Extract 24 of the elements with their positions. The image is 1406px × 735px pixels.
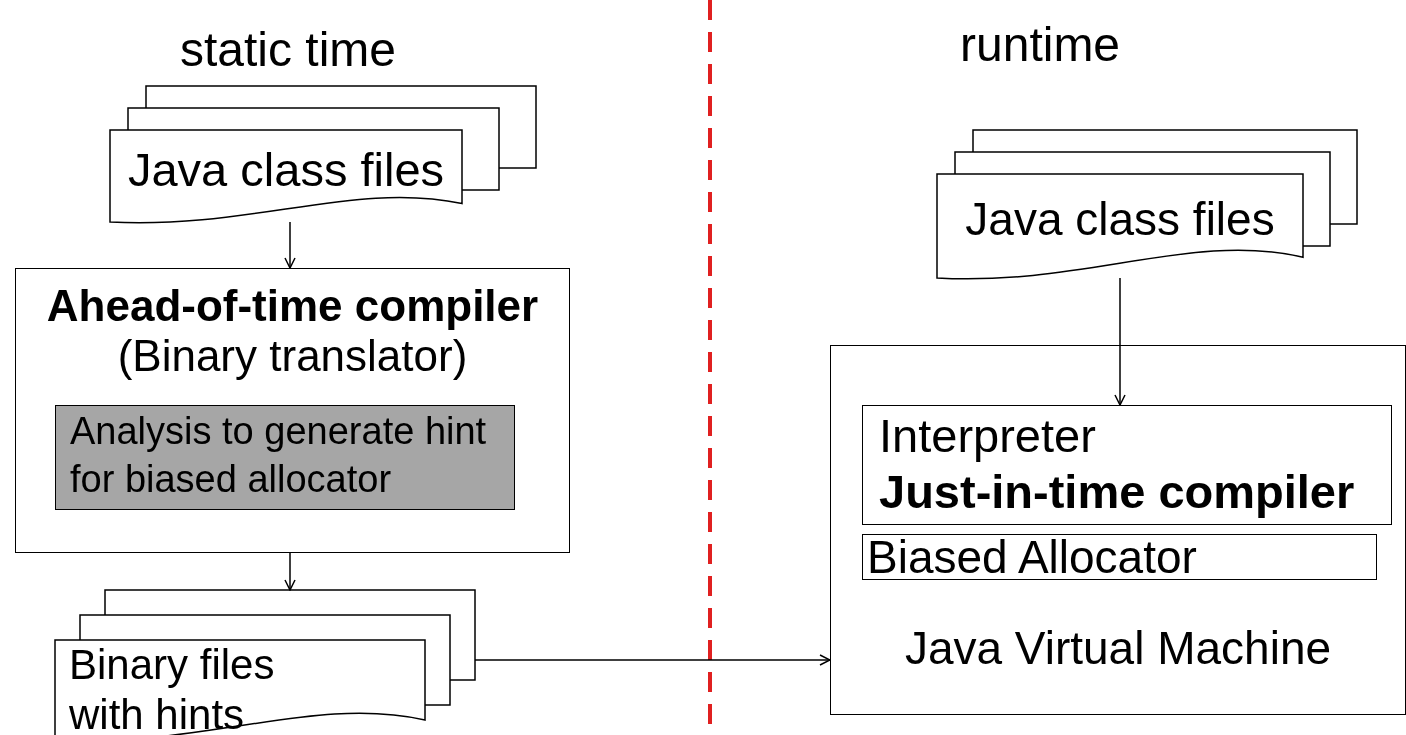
arrow: [1114, 277, 1126, 406]
arrow: [474, 654, 831, 666]
box-text: Biased Allocator: [866, 535, 1198, 579]
box-subtitle: (Binary translator): [116, 331, 469, 381]
phase-label: static time: [180, 22, 397, 77]
file-label: Java class files: [126, 142, 446, 198]
document-stack: [55, 590, 475, 735]
box-text: Just-in-time compiler: [878, 464, 1356, 521]
file-label: Java class files: [964, 192, 1276, 247]
compiler-box: [15, 268, 570, 553]
arrow: [284, 552, 296, 591]
document-stack: [110, 86, 536, 222]
arrow: [284, 221, 296, 269]
phase-label: runtime: [960, 17, 1121, 72]
box-text: Analysis to generate hint for biased allocator: [69, 409, 488, 502]
box-title: Java Virtual Machine: [903, 621, 1333, 675]
allocator-box: [862, 534, 1377, 580]
virtual-machine-box: [830, 345, 1406, 715]
compiler-box: [862, 405, 1392, 525]
box-title: Ahead-of-time compiler: [45, 281, 540, 331]
document-stack: [937, 130, 1357, 278]
box-text: Interpreter: [878, 408, 1097, 464]
file-label: Binary files with hints: [69, 640, 276, 735]
analysis-box: [55, 405, 515, 510]
